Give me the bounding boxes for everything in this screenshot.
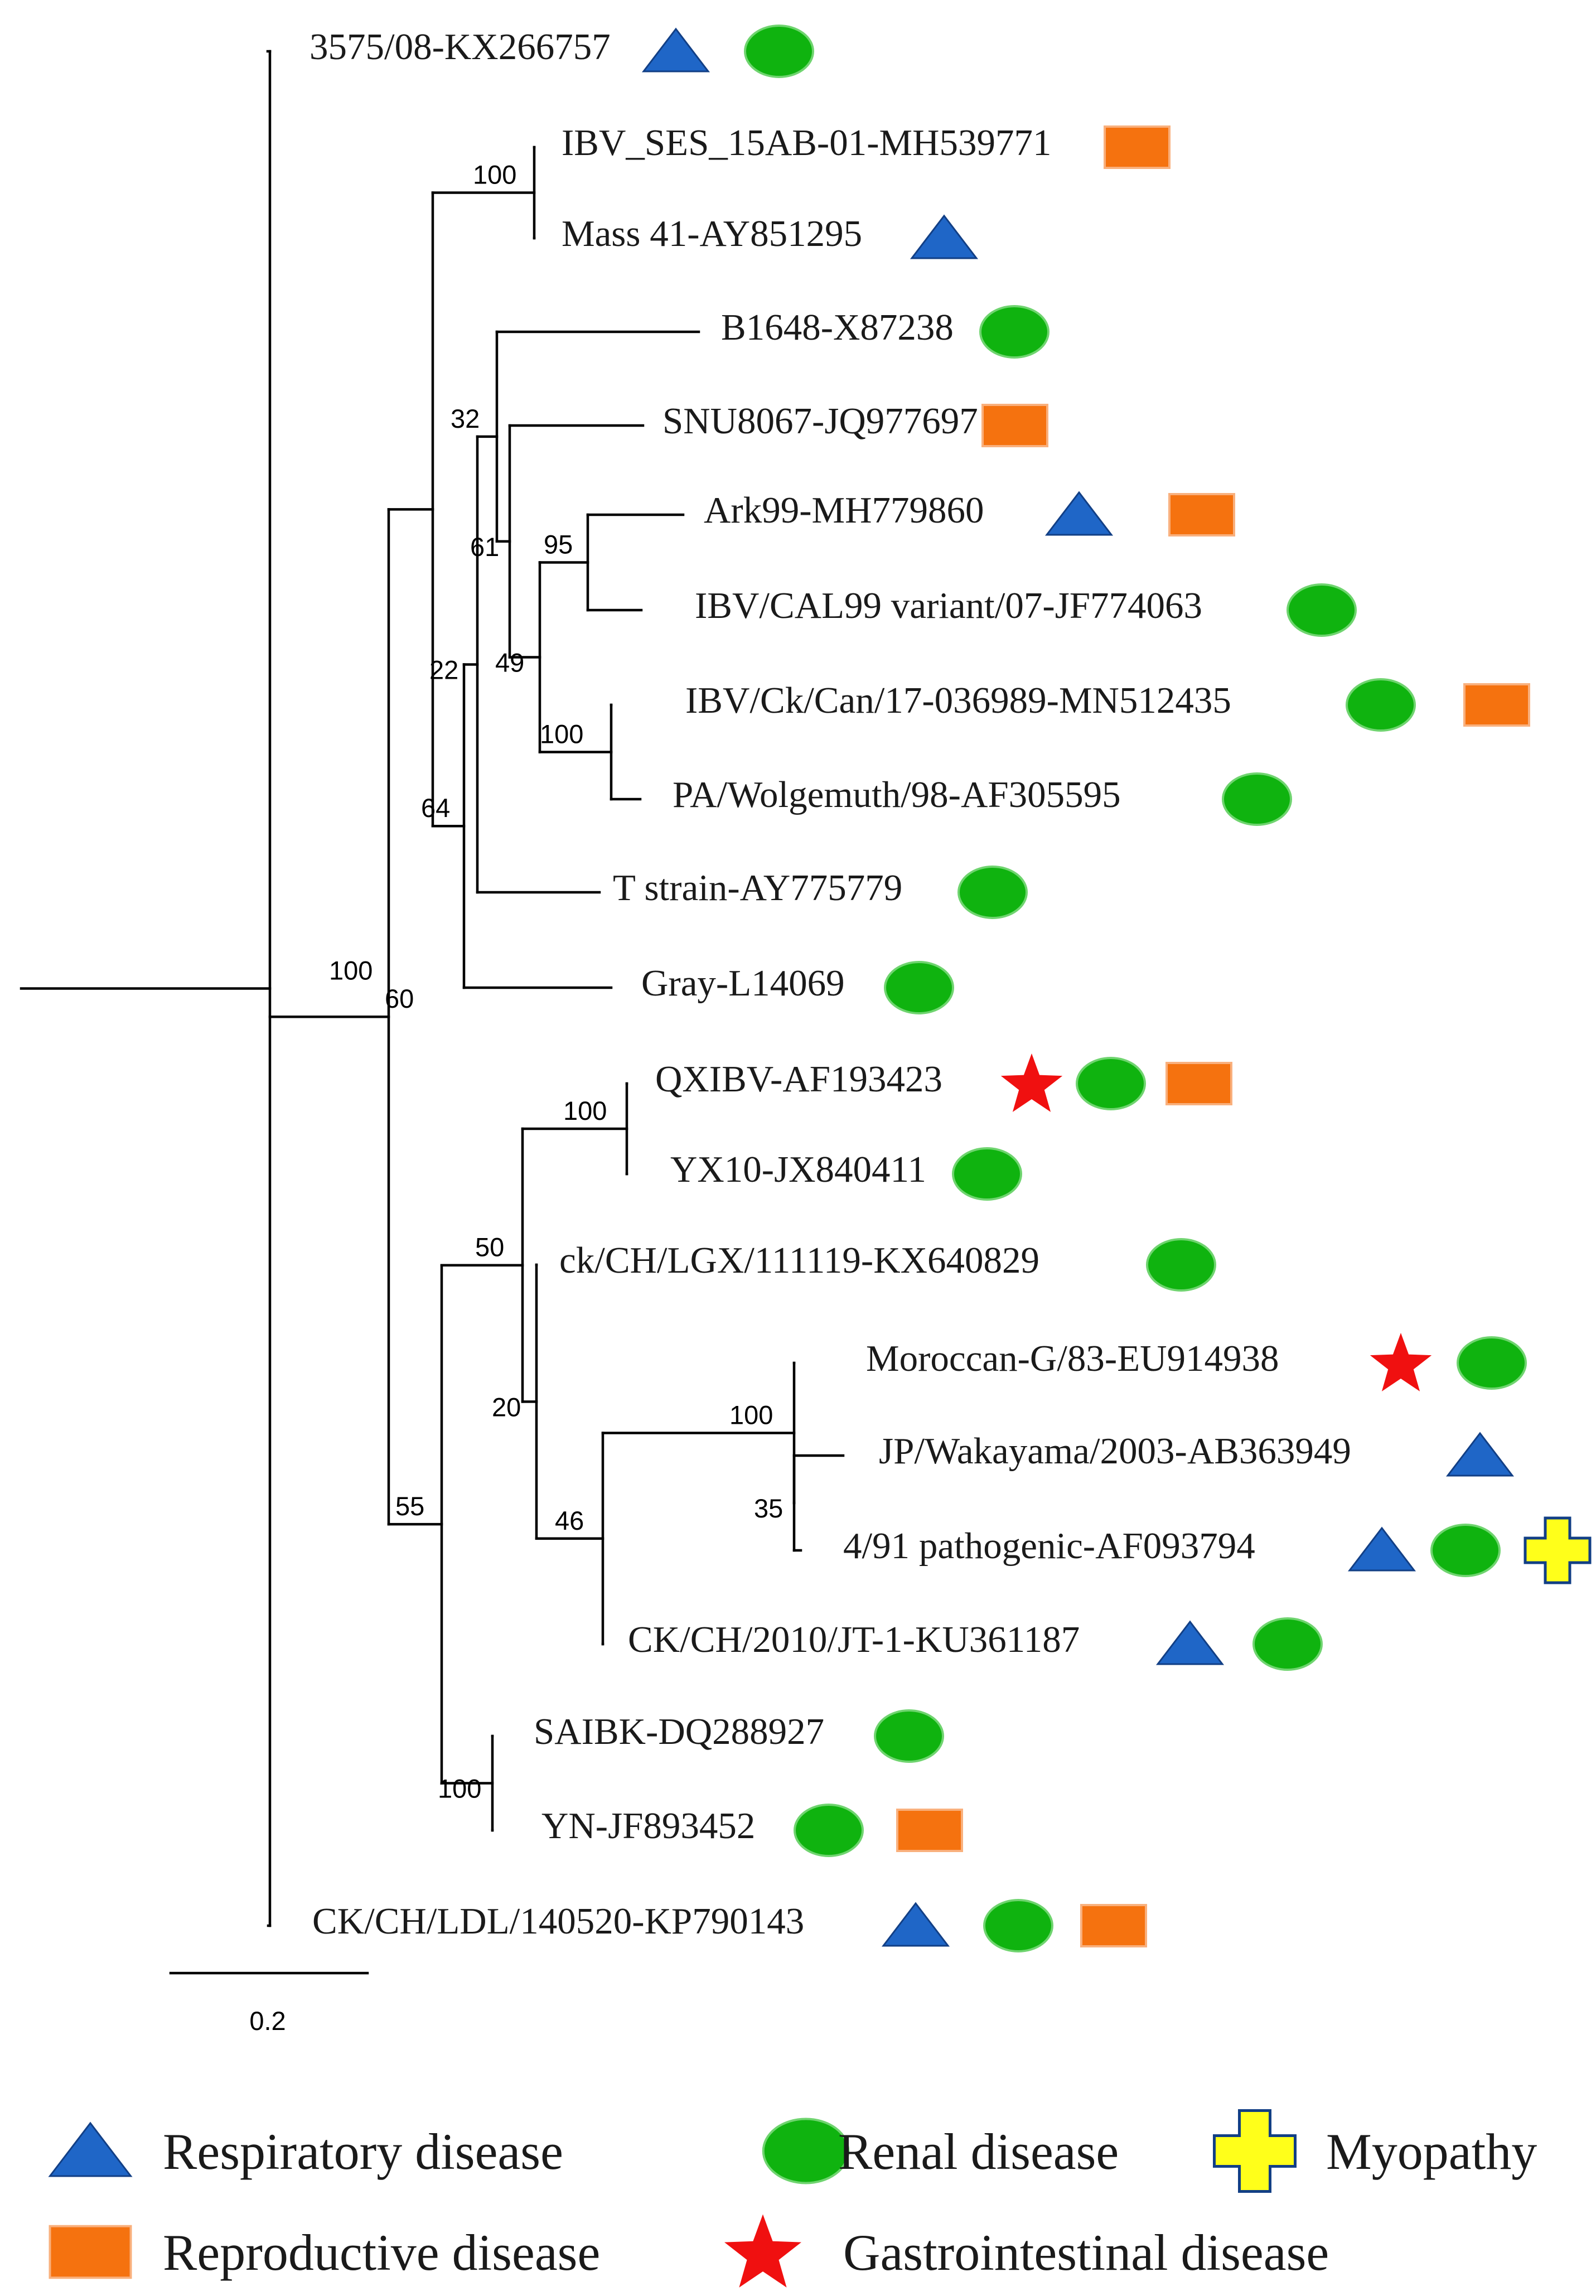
reproductive-square-icon [1463,683,1530,727]
support-value: 100 [563,1096,607,1125]
renal-ellipse-icon [794,1804,864,1857]
legend-item-myopathy: Myopathy [1213,2109,1537,2193]
legend-item-gastrointestinal: Gastrointestinal disease [724,2214,1329,2288]
support-value: 100 [729,1400,773,1430]
taxon-label: IBV/CAL99 variant/07-JF774063 [695,585,1202,626]
support-value: 100 [329,956,373,985]
respiratory-triangle-icon [1044,491,1114,536]
renal-ellipse-icon [884,961,954,1014]
reproductive-square-icon [49,2225,132,2279]
renal-ellipse-icon [1222,772,1292,826]
legend-label: Reproductive disease [163,2224,600,2281]
taxon-label: SNU8067-JQ977697 [662,400,978,442]
renal-ellipse-icon [1287,583,1357,637]
renal-ellipse-icon [1076,1057,1146,1110]
legend-item-reproductive: Reproductive disease [49,2224,600,2281]
respiratory-triangle-icon [641,27,710,72]
renal-ellipse-icon [1346,678,1416,732]
taxon-labels: 3575/08-KX266757IBV_SES_15AB-01-MH539771… [309,26,1351,1942]
tree-branches [20,50,845,1927]
support-value: 100 [473,160,516,190]
taxon-label: T strain-AY775779 [613,867,902,908]
scale-bar: 0.2 [169,1971,369,2036]
support-value: 100 [438,1774,481,1804]
renal-ellipse-icon [983,1899,1053,1952]
renal-ellipse-icon [762,2118,850,2184]
scale-bar-label: 0.2 [249,2006,286,2036]
reproductive-square-icon [1168,493,1235,536]
support-values: 100 100 95 49 61 32 22 64 100 35 100 46 20 50 100 55 60 1… [329,160,783,1804]
reproductive-square-icon [981,404,1048,447]
taxon-label: Mass 41-AY851295 [562,213,862,254]
renal-ellipse-icon [952,1147,1022,1201]
support-value: 46 [555,1506,584,1535]
support-value: 60 [385,984,414,1013]
taxon-label: JP/Wakayama/2003-AB363949 [879,1430,1351,1472]
support-value: 64 [421,793,450,823]
respiratory-triangle-icon [1445,1432,1515,1477]
support-value: 22 [429,655,458,684]
renal-ellipse-icon [1430,1524,1501,1577]
reproductive-square-icon [1165,1062,1232,1105]
legend-label: Respiratory disease [163,2123,563,2180]
respiratory-triangle-icon [1347,1526,1416,1572]
support-value: 32 [451,404,480,433]
legend-label: Gastrointestinal disease [843,2224,1329,2281]
taxon-label: IBV_SES_15AB-01-MH539771 [562,122,1052,163]
renal-ellipse-icon [1252,1617,1323,1671]
renal-ellipse-icon [874,1709,944,1763]
renal-ellipse-icon [744,25,814,78]
gastrointestinal-star-icon [1370,1333,1432,1391]
support-value: 100 [540,719,583,749]
support-value: 49 [495,648,524,678]
renal-ellipse-icon [1146,1238,1216,1292]
taxon-label: ck/CH/LGX/111119-KX640829 [559,1240,1039,1281]
disease-markers [641,25,1592,1952]
respiratory-triangle-icon [1155,1620,1225,1665]
respiratory-triangle-icon [910,214,979,259]
renal-ellipse-icon [1457,1336,1527,1390]
legend-item-renal: Renal disease [762,2118,1119,2184]
support-value: 20 [492,1392,521,1422]
support-value: 61 [470,532,499,562]
respiratory-triangle-icon [881,1902,950,1947]
reproductive-square-icon [1104,125,1171,169]
taxon-label: CK/CH/2010/JT-1-KU361187 [628,1619,1080,1660]
gastrointestinal-star-icon [724,2214,801,2288]
gastrointestinal-star-icon [1000,1053,1063,1112]
taxon-label: Gray-L14069 [641,963,845,1004]
taxon-label: 4/91 pathogenic-AF093794 [843,1525,1255,1567]
taxon-label: 3575/08-KX266757 [309,26,611,67]
taxon-label: B1648-X87238 [721,307,954,348]
myopathy-cross-icon [1524,1516,1592,1584]
support-value: 55 [395,1491,424,1521]
taxon-label: IBV/Ck/Can/17-036989-MN512435 [685,680,1231,721]
taxon-label: Moroccan-G/83-EU914938 [866,1338,1279,1379]
taxon-label: Ark99-MH779860 [704,490,984,531]
legend-label: Myopathy [1326,2123,1537,2180]
renal-ellipse-icon [957,866,1028,919]
legend: Respiratory disease Renal disease Myopathy… [48,2109,1537,2288]
taxon-label: CK/CH/LDL/140520-KP790143 [312,1901,804,1942]
myopathy-cross-icon [1213,2109,1297,2193]
support-value: 35 [754,1493,783,1523]
support-value: 95 [544,530,573,559]
taxon-label: QXIBV-AF193423 [655,1058,942,1100]
legend-item-respiratory: Respiratory disease [48,2121,563,2180]
support-value: 50 [475,1232,504,1262]
taxon-label: YN-JF893452 [541,1805,755,1847]
renal-ellipse-icon [979,305,1050,359]
respiratory-triangle-icon [48,2121,133,2177]
taxon-label: YX10-JX840411 [670,1149,926,1190]
legend-label: Renal disease [838,2123,1119,2180]
taxon-label: SAIBK-DQ288927 [534,1711,824,1752]
reproductive-square-icon [896,1809,963,1852]
reproductive-square-icon [1080,1904,1147,1947]
taxon-label: PA/Wolgemuth/98-AF305595 [673,774,1121,815]
